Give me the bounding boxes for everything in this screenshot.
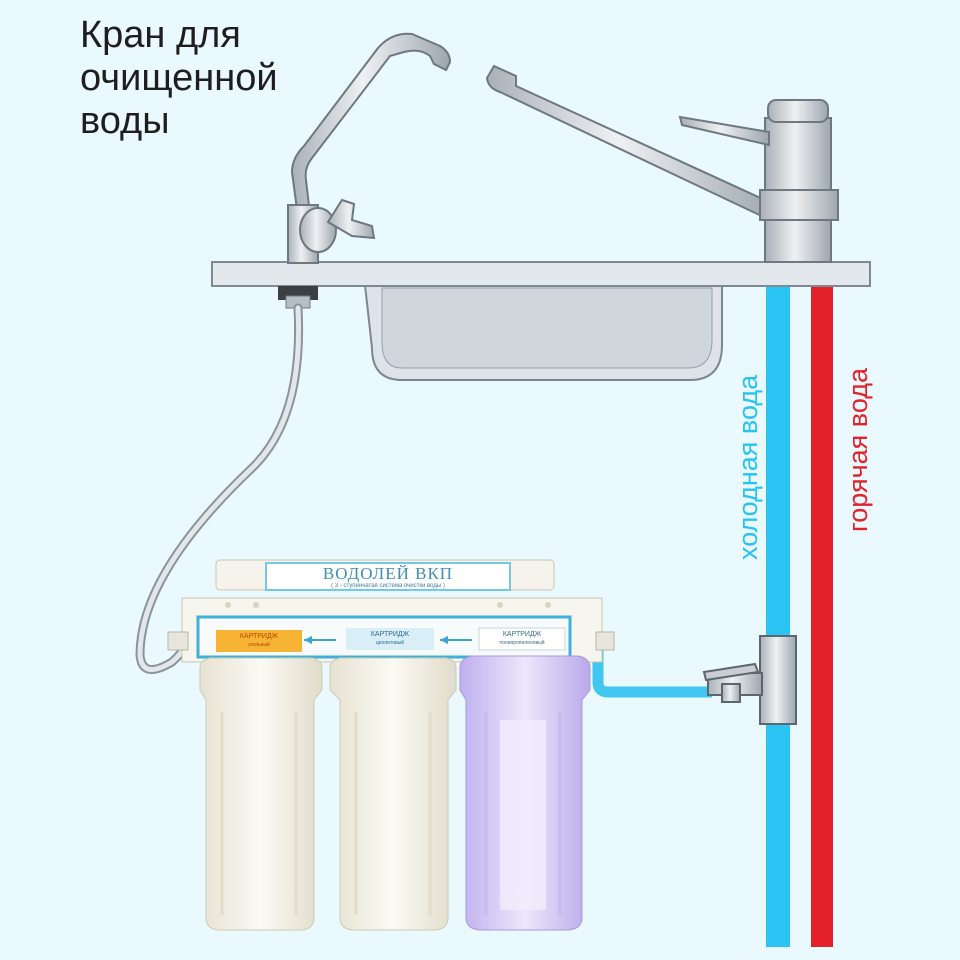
filter-subtitle: ( 3 - ступенчатая система очистки воды ) <box>331 583 445 589</box>
cartridge-label-zeolite: КАРТРИДЖ цеолитовый <box>348 630 432 650</box>
hot-water-pipe <box>811 287 833 947</box>
supply-tube <box>592 640 712 698</box>
countertop <box>211 261 871 287</box>
filter-housing-polypropylene <box>459 655 591 931</box>
purified-water-faucet-label: Кран для очищенной воды <box>80 14 278 142</box>
cartridge-title: КАРТРИДЖ <box>239 633 279 640</box>
cartridge-title: КАРТРИДЖ <box>502 631 542 638</box>
cartridge-type: угольный <box>248 642 270 648</box>
cartridge-label-carbon: КАРТРИДЖ угольный <box>218 632 300 651</box>
hot-water-label: горячая вода <box>843 367 873 532</box>
filter-unit-head <box>167 559 615 663</box>
filter-brand: ВОДОЛЕЙ ВКП <box>322 565 454 583</box>
filter-housing-carbon <box>199 657 323 931</box>
purified-water-faucet <box>287 32 452 264</box>
cartridge-label-polypropylene: КАРТРИДЖ полипропиленовый <box>481 630 563 650</box>
cold-water-pipe <box>766 287 790 947</box>
mixer-faucet <box>485 64 839 263</box>
cartridge-type: полипропиленовый <box>499 640 545 646</box>
filter-housing-zeolite <box>329 657 457 931</box>
cold-water-label: холодная вода <box>733 374 763 560</box>
tee-valve <box>702 635 797 725</box>
cartridge-title: КАРТРИДЖ <box>370 631 410 638</box>
cartridge-type: цеолитовый <box>375 640 405 646</box>
